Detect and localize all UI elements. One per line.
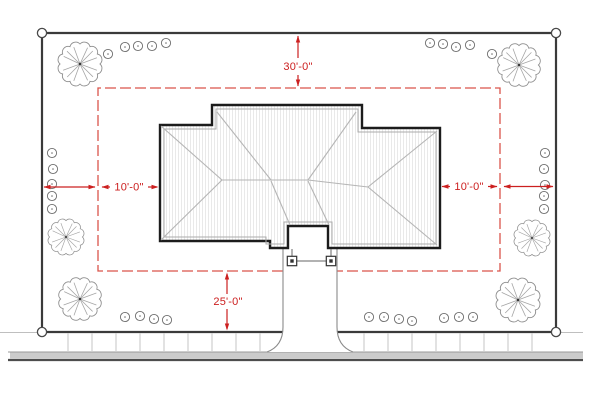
dimension-arrowheads [43, 35, 554, 331]
roof-eave-inner-line [163, 108, 437, 245]
dimension-label-right: 10'-0" [454, 181, 483, 193]
dimension-label-top: 30'-0" [283, 61, 312, 73]
tree-icon [57, 41, 103, 87]
driveway-right-edge [336, 249, 354, 353]
shrub-icon [146, 40, 158, 52]
tree-icon [513, 219, 551, 257]
shrub-icon [538, 190, 550, 202]
shrub-icon [46, 190, 58, 202]
shrub-icon [539, 147, 551, 159]
shrub-icon [406, 315, 418, 327]
shrub-row-bottom-right [363, 311, 479, 327]
shrub-icon [464, 39, 476, 51]
shrub-icon [160, 37, 172, 49]
shrub-icon [467, 311, 479, 323]
entry-porch [286, 249, 337, 267]
shrub-icon [46, 147, 58, 159]
shrub-icon [486, 48, 498, 60]
setback-line [97, 87, 501, 272]
shrub-icon [378, 311, 390, 323]
dimension-label-bottom: 25'-0" [213, 296, 242, 308]
shrub-icon [450, 41, 462, 53]
dimension-label-left: 10'-0" [114, 182, 143, 194]
shrub-icon [538, 203, 550, 215]
shrub-icon [393, 313, 405, 325]
shrub-row-bottom-left [119, 310, 173, 326]
porch-post-icon [325, 255, 337, 267]
shrub-icon [102, 48, 114, 60]
shrub-icon [438, 312, 450, 324]
street-and-sidewalk [0, 332, 583, 362]
shrub-icon [47, 163, 59, 175]
roof-footprint [158, 103, 442, 250]
corner-marker-icon [36, 27, 48, 39]
shrub-column-right [538, 147, 551, 215]
driveway-left-edge [266, 249, 284, 353]
shrub-icon [148, 313, 160, 325]
dimension-labels: 30'-0" 10'-0" 10'-0" 25'-0" [114, 61, 483, 308]
roof-ridge-and-hip-lines [160, 111, 438, 246]
shrub-icon [437, 38, 449, 50]
corner-marker-icon [36, 326, 48, 338]
shrub-icon [134, 310, 146, 322]
shrub-icon [132, 40, 144, 52]
sidewalk-joint-ticks [67, 333, 533, 351]
shrub-icon [119, 311, 131, 323]
driveway [266, 249, 354, 353]
tree-icon [497, 43, 541, 87]
tree-icon [58, 277, 102, 321]
tree-icon [495, 277, 541, 323]
house-roof-plan [158, 103, 442, 250]
shrub-row-top-right [424, 37, 498, 60]
shrub-icon [46, 203, 58, 215]
shrub-icon [161, 314, 173, 326]
porch-post-icon [286, 255, 298, 267]
shrub-icon [538, 163, 550, 175]
shrub-column-left [46, 147, 59, 215]
shrub-icon [453, 311, 465, 323]
shrub-icon [424, 37, 436, 49]
corner-marker-icon [550, 27, 562, 39]
shrub-icon [363, 311, 375, 323]
tree-icon [47, 218, 85, 256]
shrub-row-top-left [102, 37, 172, 60]
driveway-surface [267, 249, 353, 352]
shrub-icon [119, 41, 131, 53]
road-surface [10, 352, 583, 359]
corner-marker-icon [550, 326, 562, 338]
dimension-annotations: 30'-0" 10'-0" 10'-0" 25'-0" [43, 35, 554, 331]
property-boundary [40, 31, 558, 334]
